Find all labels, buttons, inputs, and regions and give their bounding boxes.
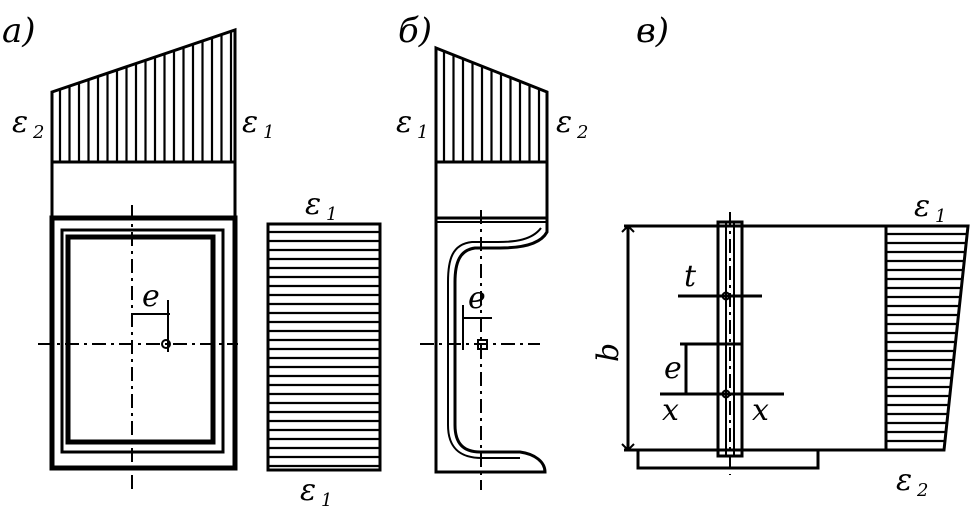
panel-a-box-wall (60, 228, 225, 454)
panel-c-center-point (721, 389, 731, 399)
panel-a-box-inner (65, 234, 216, 445)
panel-a-side-bottom-sub: 1 (321, 490, 332, 511)
panel-c-eps-top-sub: 1 (935, 206, 946, 227)
panel-c-x-right: x (752, 393, 769, 428)
panel-c-dim-arrow-bottom (621, 443, 635, 452)
panel-c-strain-diagram (884, 224, 970, 452)
panel-c-strain-hatching (886, 232, 968, 443)
panel-b-slab (434, 160, 549, 220)
panel-c-dim-arrow-top (621, 224, 635, 233)
panel-a-uniform-diagram (266, 222, 382, 472)
panel-c-label: в) (636, 11, 669, 51)
panel-b-channel-outline (434, 216, 549, 474)
panel-c-t-label: t (684, 259, 697, 294)
panel-a-eps-left-sub: 2 (32, 122, 44, 143)
panel-c-eps-bottom: ε (896, 463, 912, 498)
panel-a-eps-left: ε (12, 105, 28, 140)
panel-a-eps-right: ε (242, 105, 258, 140)
panel-b-eps-right-sub: 2 (576, 122, 588, 143)
panel-c-t-point (721, 291, 731, 301)
panel-a-label: а) (2, 11, 36, 51)
panel-a-slab (50, 160, 237, 220)
panel-c-ecc-label: e (664, 351, 682, 386)
panel-b-strain-hatching (442, 51, 541, 162)
panel-b-eps-left-sub: 1 (417, 122, 428, 143)
panel-c-bottom-plate (636, 448, 820, 470)
panel-b-ecc-label: e (468, 281, 486, 316)
panel-b-channel-inner (447, 227, 542, 459)
panel-c-eps-bottom-sub: 2 (916, 480, 928, 501)
panel-c-x-left: x (662, 393, 679, 428)
panel-a-side-top-sub: 1 (326, 204, 337, 225)
panel-b-eps-right: ε (556, 105, 572, 140)
panel-a-side-bottom-eps: ε (300, 473, 316, 508)
panel-a-eps-right-sub: 1 (263, 122, 274, 143)
panel-a: а) e ε 2 ε 1 ε 1 ε 1 (2, 11, 382, 511)
panel-c-dim-b-label: b (591, 343, 626, 362)
panel-a-side-top-eps: ε (305, 187, 321, 222)
panel-a-load-point (161, 339, 171, 349)
panel-b-eps-left: ε (396, 105, 412, 140)
panel-a-strain-hatching (58, 31, 233, 162)
panel-a-uniform-hatching (268, 230, 380, 468)
panel-a-ecc-label: e (142, 279, 160, 314)
panel-c-eps-top: ε (914, 189, 930, 224)
panel-b-label: б) (398, 11, 432, 51)
panel-c: в) b t e x x ε 1 ε 2 (591, 11, 970, 501)
panel-b-load-point (477, 339, 488, 350)
panel-b: б) e ε 1 ε 2 (396, 11, 588, 490)
